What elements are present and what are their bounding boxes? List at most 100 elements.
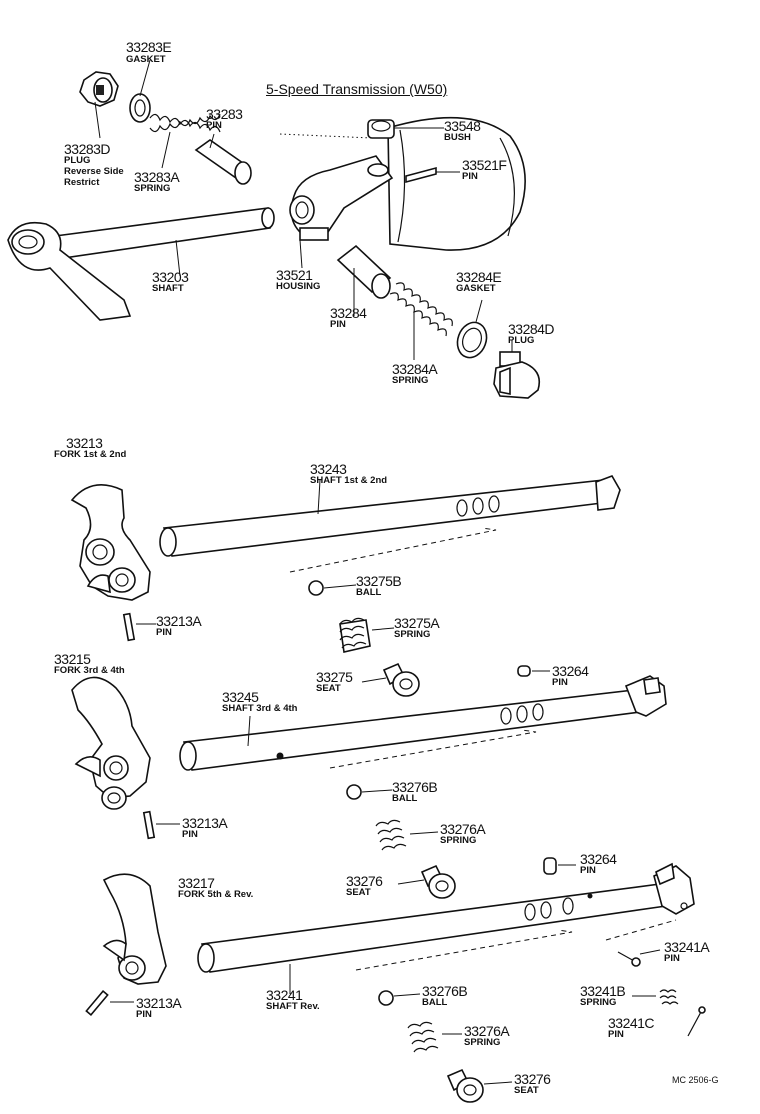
part-desc-33245: SHAFT 3rd & 4th [222,703,298,714]
part-desc-33264-2: PIN [580,865,596,876]
pin-33283-drawing [194,139,252,185]
pin-33213a-3-drawing [85,989,109,1017]
part-desc-33521: HOUSING [276,281,321,292]
part-desc-33213a-3: PIN [136,1009,152,1020]
part-desc-33284e: GASKET [456,283,496,294]
part-number-33275b: 33275B [356,573,402,589]
pin-33264-2-drawing [543,857,557,875]
part-desc-33264-1: PIN [552,677,568,688]
part-number-33213a-2: 33213A [182,815,228,831]
part-number-33213a-3: 33213A [136,995,182,1011]
plug-33283d-drawing [79,71,119,107]
fork-33213-drawing [70,484,151,601]
part-note-33283d-1: Reverse Side [64,166,124,177]
part-number-33521: 33521 [276,267,313,283]
part-number-33241b: 33241B [580,983,626,999]
fork-33217-drawing [102,873,167,985]
part-number-33275: 33275 [316,669,353,685]
spring-33276a-2-drawing [407,1021,439,1053]
housing-33521-drawing [289,116,526,251]
part-number-33241: 33241 [266,987,303,1003]
part-desc-33548: BUSH [444,132,471,143]
part-number-33284: 33284 [330,305,367,321]
pin-33241c-drawing [687,1006,706,1037]
part-number-33264-2: 33264 [580,851,617,867]
part-number-33283e: 33283E [126,39,172,55]
part-number-33245: 33245 [222,689,259,705]
spring-33275a-drawing [339,617,371,653]
ball-33275b-drawing [308,580,324,596]
part-number-33283: 33283 [206,106,243,122]
part-number-33284e: 33284E [456,269,502,285]
pin-33213a-2-drawing [142,810,156,840]
part-desc-33275a: SPRING [394,629,431,640]
part-number-33275a: 33275A [394,615,440,631]
part-desc-33283d: PLUG [64,155,91,166]
part-number-33284d: 33284D [508,321,555,337]
fork-33215-drawing [71,676,151,810]
spring-33276a-1-drawing [375,819,407,851]
part-desc-33203: SHAFT [152,283,184,294]
part-number-33548: 33548 [444,118,481,134]
part-note-33283d-2: Restrict [64,177,100,188]
part-desc-33284d: PLUG [508,335,535,346]
part-desc-33241a: PIN [664,953,680,964]
shaft-33245-drawing [179,675,667,771]
diagram-title: 5-Speed Transmission (W50) [266,81,448,97]
part-desc-33276-2: SEAT [514,1085,539,1096]
part-desc-33213a-2: PIN [182,829,198,840]
part-desc-33215: FORK 3rd & 4th [54,665,125,676]
shaft-33243-drawing [159,475,621,573]
part-desc-33283: PIN [206,120,222,131]
part-desc-33283a: SPRING [134,183,171,194]
part-number-33276b-1: 33276B [392,779,438,795]
part-desc-33241c: PIN [608,1029,624,1040]
part-number-33241a: 33241A [664,939,710,955]
part-desc-33276b-1: BALL [392,793,418,804]
part-desc-33276-1: SEAT [346,887,371,898]
pin-33213a-1-drawing [122,612,136,642]
part-number-33283d: 33283D [64,141,111,157]
part-desc-33217: FORK 5th & Rev. [178,889,254,900]
part-number-33276-2: 33276 [514,1071,551,1087]
part-number-33215: 33215 [54,651,91,667]
part-desc-33275: SEAT [316,683,341,694]
seat-33276-2-drawing [446,1068,484,1103]
part-desc-33276a-1: SPRING [440,835,477,846]
pin-33241a-drawing [617,951,641,967]
seat-33275-drawing [382,662,420,697]
pin-33284-drawing [336,244,392,299]
shaft-33203-drawing [7,207,275,321]
part-desc-33213: FORK 1st & 2nd [54,449,127,460]
ball-33276b-1-drawing [346,784,362,800]
part-desc-33213a-1: PIN [156,627,172,638]
plug-33284d-drawing [493,351,541,399]
part-desc-33241: SHAFT Rev. [266,1001,320,1012]
part-number-33276-1: 33276 [346,873,383,889]
gasket-33283e-drawing [129,93,151,123]
part-desc-33284a: SPRING [392,375,429,386]
part-number-33243: 33243 [310,461,347,477]
part-number-33264-1: 33264 [552,663,589,679]
ball-33276b-2-drawing [378,990,394,1006]
part-number-33521f: 33521F [462,157,507,173]
footer-code: MC 2506-G [672,1075,719,1085]
part-desc-33276a-2: SPRING [464,1037,501,1048]
part-desc-33283e: GASKET [126,54,166,65]
part-number-33213: 33213 [66,435,103,451]
part-number-33283a: 33283A [134,169,180,185]
part-number-33217: 33217 [178,875,215,891]
part-number-33276a-2: 33276A [464,1023,510,1039]
part-number-33203: 33203 [152,269,189,285]
pin-33264-1-drawing [517,665,531,677]
part-desc-33275b: BALL [356,587,382,598]
spring-33284a-drawing [389,282,453,337]
seat-33276-1-drawing [420,864,456,899]
part-number-33241c: 33241C [608,1015,655,1031]
part-desc-33284: PIN [330,319,346,330]
part-number-33213a-1: 33213A [156,613,202,629]
spring-33241b-drawing [659,989,679,1005]
part-number-33276a-1: 33276A [440,821,486,837]
